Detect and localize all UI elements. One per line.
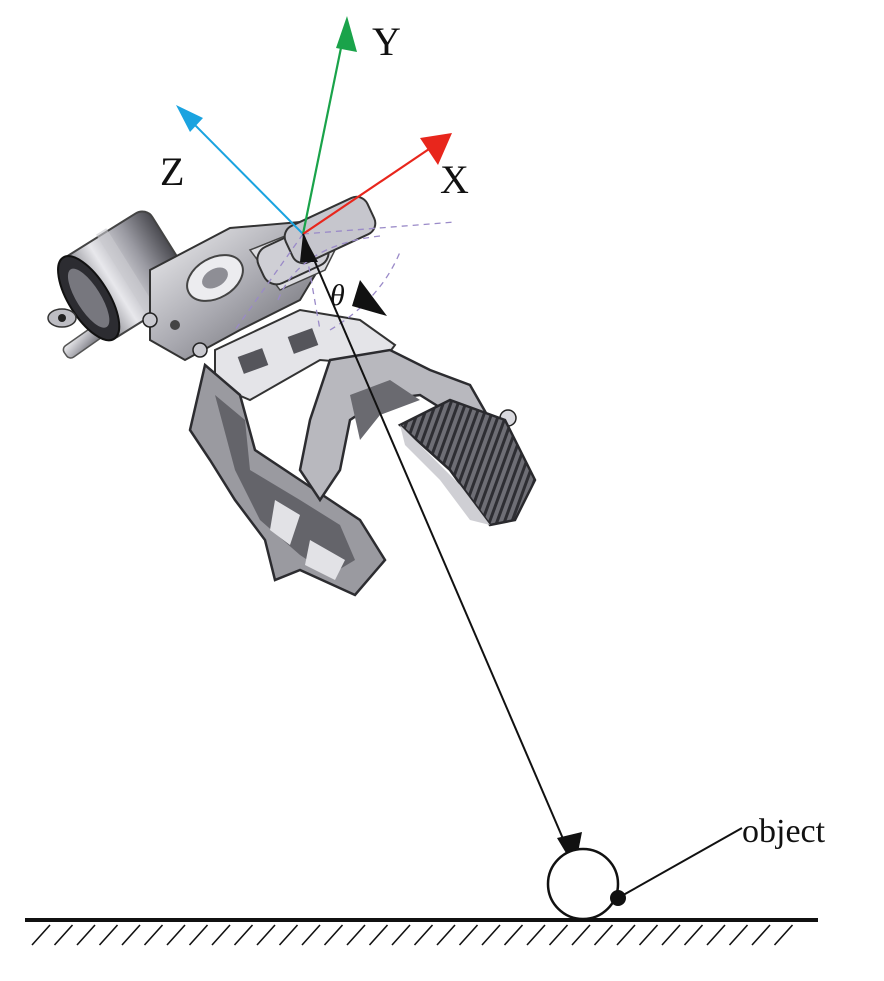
ground-hatch-mark xyxy=(98,924,119,946)
ground-hatch-mark xyxy=(526,924,546,946)
ground-hatch-mark xyxy=(436,924,456,946)
ground-hatch-mark xyxy=(661,924,681,946)
ground-hatch-mark xyxy=(121,924,141,946)
z-axis-line xyxy=(187,117,304,235)
coordinate-frame: X Y Z xyxy=(160,16,469,235)
ground-hatch-mark xyxy=(188,924,209,946)
ground-hatch-mark xyxy=(751,924,771,946)
ground-hatch-mark xyxy=(278,924,299,946)
ground xyxy=(25,918,818,946)
ground-hatch-mark xyxy=(211,924,231,946)
ground-hatch-mark xyxy=(593,924,614,946)
ground-hatch-mark xyxy=(256,924,276,946)
ground-hatch-mark xyxy=(76,924,96,946)
ground-hatch-mark xyxy=(346,924,366,946)
ground-hatch-mark xyxy=(233,924,254,946)
ground-hatch-mark xyxy=(166,924,186,946)
ground-hatch-mark xyxy=(683,924,704,946)
ground-hatch-mark xyxy=(368,924,389,946)
theta-arrowhead xyxy=(352,280,387,316)
y-axis-label: Y xyxy=(372,19,401,64)
y-axis-arrowhead xyxy=(336,16,357,52)
ground-hatch-mark xyxy=(773,924,794,946)
x-axis-label: X xyxy=(440,157,469,202)
object-label: object xyxy=(742,813,826,850)
ground-hatch-mark xyxy=(638,924,659,946)
ground-hatch-mark xyxy=(503,924,524,946)
ground-hatch-mark xyxy=(706,924,726,946)
theta-angle: θ xyxy=(330,279,387,316)
x-axis-arrowhead xyxy=(420,133,452,165)
object-circle-icon xyxy=(546,827,743,921)
y-axis-line xyxy=(301,37,345,235)
ground-hatch-mark xyxy=(391,924,411,946)
ground-hatch-mark xyxy=(413,924,434,946)
ground-hatch-mark xyxy=(31,924,51,946)
z-axis-arrowhead xyxy=(176,105,203,132)
ground-hatch-mark xyxy=(616,924,636,946)
ground-hatch-mark xyxy=(728,924,749,946)
ground-hatch-mark xyxy=(548,924,569,946)
x-axis-line xyxy=(302,146,433,235)
ground-hatch-mark xyxy=(53,924,74,946)
robot-gripper-icon xyxy=(47,195,537,597)
z-axis-label: Z xyxy=(160,149,184,194)
ground-hatch-mark xyxy=(301,924,321,946)
ground-hatch-mark xyxy=(571,924,591,946)
ground-hatch-mark xyxy=(323,924,344,946)
ground-hatch-mark xyxy=(143,924,164,946)
ground-hatch-mark xyxy=(481,924,501,946)
distance-arrowhead-top xyxy=(300,234,318,262)
theta-label: θ xyxy=(330,279,345,312)
ground-hatch-mark xyxy=(458,924,479,946)
